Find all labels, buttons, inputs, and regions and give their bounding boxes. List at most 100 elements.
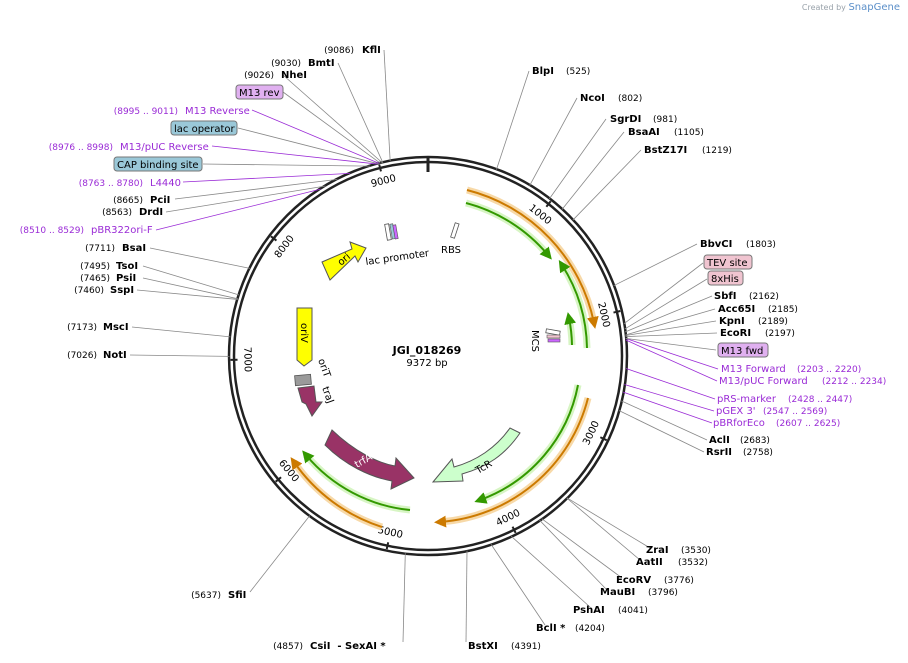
enzyme-sfii[interactable]: SfiI xyxy=(228,590,246,601)
tcr-arc-orange-2-line xyxy=(434,397,589,528)
enzyme-msci[interactable]: MscI xyxy=(103,322,129,333)
ruler-label-7000: 7000 xyxy=(241,347,252,373)
feature-lac-promoter[interactable]: lac promoter xyxy=(365,223,431,268)
his-tag-label[interactable]: 8xHis xyxy=(711,274,739,285)
pos-bmti: (9030) xyxy=(271,59,301,69)
primer-pbrforeco[interactable]: pBRforEco xyxy=(713,418,765,429)
enzyme-pshai[interactable]: PshAI xyxy=(573,605,605,616)
leader-line-31 xyxy=(625,368,716,400)
cap-binding-label[interactable]: CAP binding site xyxy=(117,160,199,171)
leader-line-45 xyxy=(529,97,578,186)
green-arc-3-line xyxy=(564,312,577,346)
ruler-label-9000: 9000 xyxy=(370,173,397,190)
leader-line-8 xyxy=(182,172,351,183)
enzyme-noti[interactable]: NotI xyxy=(103,350,127,361)
enzyme-drdi[interactable]: DrdI xyxy=(139,207,163,218)
m13-rev-label[interactable]: M13 rev xyxy=(239,88,280,99)
enzyme-kpni[interactable]: KpnI xyxy=(719,316,745,327)
trfa-arc-green-line xyxy=(302,450,411,511)
feature-orit[interactable]: oriT xyxy=(294,357,333,387)
leader-line-21 xyxy=(490,544,546,626)
enzyme-rsrii[interactable]: RsrII xyxy=(706,447,732,458)
primer-m13-forward[interactable]: M13 Forward xyxy=(721,364,786,375)
enzyme-psii[interactable]: PsiI xyxy=(116,273,136,284)
leader-line-33 xyxy=(625,338,719,370)
primer-l4440[interactable]: L4440 xyxy=(150,178,181,189)
enzyme-acli[interactable]: AclI xyxy=(709,435,730,446)
enzyme-bstz17i[interactable]: BstZ17I xyxy=(644,145,687,156)
enzyme-ncoi[interactable]: NcoI xyxy=(580,93,605,104)
feature-ori[interactable]: ori xyxy=(321,241,367,281)
feature-rbs[interactable]: RBS xyxy=(441,222,461,256)
feature-trfa[interactable]: trfA xyxy=(324,429,415,490)
enzyme-tsoi[interactable]: TsoI xyxy=(116,261,138,272)
pos-sfii: (5637) xyxy=(191,591,221,601)
enzyme-maubi[interactable]: MauBI xyxy=(600,587,635,598)
leader-line-18 xyxy=(249,515,311,593)
feature-traj[interactable]: traJ xyxy=(297,385,335,417)
oriv-label: oriV xyxy=(298,323,309,343)
m13-fwd-label[interactable]: M13 fwd xyxy=(721,346,763,357)
ruler-label-8000: 8000 xyxy=(273,233,297,260)
pos-m13-puc-forward: (2212 .. 2234) xyxy=(822,377,886,387)
ruler-tick-6000 xyxy=(275,476,282,483)
pos-acli: (2683) xyxy=(740,436,770,446)
lac-operator-label[interactable]: lac operator xyxy=(174,124,235,135)
enzyme-csii-sexai[interactable]: CsiI - SexAI * xyxy=(310,641,386,652)
enzyme-aatii[interactable]: AatII xyxy=(636,557,663,568)
enzyme-bsaai[interactable]: BsaAI xyxy=(628,127,660,138)
tev-mark xyxy=(546,334,561,339)
enzyme-ecori[interactable]: EcoRI xyxy=(720,328,751,339)
enzyme-sgrdi[interactable]: SgrDI xyxy=(610,114,641,125)
tcr-arc-orange-line xyxy=(466,189,599,329)
pos-sspi: (7460) xyxy=(74,286,104,296)
orit-label: oriT xyxy=(315,357,332,380)
leader-line-32 xyxy=(625,339,718,382)
lac-operator-box xyxy=(170,120,238,136)
primer-m13-puc-forward[interactable]: M13/pUC Forward xyxy=(719,376,808,387)
left-labels: (9086) KflI (9030) BmtI (9026) NheI M13 … xyxy=(20,45,387,652)
trfa-arrow xyxy=(324,429,415,490)
plasmid-name: JGI_018269 xyxy=(392,344,462,357)
enzyme-acc65i[interactable]: Acc65I xyxy=(718,304,755,315)
enzyme-bcli[interactable]: BclI * xyxy=(536,623,566,634)
enzyme-bsai[interactable]: BsaI xyxy=(122,243,146,254)
primer-m13-reverse[interactable]: M13 Reverse xyxy=(185,106,250,117)
enzyme-bstxi[interactable]: BstXI xyxy=(468,641,498,652)
cap-binding-box xyxy=(113,156,203,172)
ruler-tick-9000 xyxy=(378,164,382,172)
mcs-mark xyxy=(545,328,561,336)
feature-mcs[interactable]: MCS xyxy=(529,328,561,352)
leader-line-5 xyxy=(237,127,379,165)
enzyme-pcii[interactable]: PciI xyxy=(150,195,170,206)
tcr-arc-green xyxy=(478,384,582,504)
leader-line-7 xyxy=(202,163,371,167)
leader-line-11 xyxy=(155,188,321,231)
feature-tcr[interactable]: TcR xyxy=(431,427,521,483)
primer-pgex-3[interactable]: pGEX 3' xyxy=(716,406,756,417)
pos-bbvci: (1803) xyxy=(746,240,776,250)
enzyme-kfli[interactable]: KflI xyxy=(362,45,381,56)
pos-drdi: (8563) xyxy=(102,208,132,218)
mcs-label: MCS xyxy=(529,330,540,352)
feature-oriv[interactable]: oriV xyxy=(296,307,313,367)
pos-zrai: (3530) xyxy=(681,546,711,556)
enzyme-sbfi[interactable]: SbfI xyxy=(714,291,736,302)
enzyme-bbvci[interactable]: BbvCI xyxy=(700,239,732,250)
enzyme-sspi[interactable]: SspI xyxy=(110,285,134,296)
primer-prs-marker[interactable]: pRS-marker xyxy=(717,394,777,405)
enzyme-nhei[interactable]: NheI xyxy=(281,70,307,81)
enzyme-ecorv[interactable]: EcoRV xyxy=(616,575,651,586)
primer-pbr322ori-f[interactable]: pBR322ori-F xyxy=(91,225,153,236)
leader-line-24 xyxy=(541,518,623,579)
enzyme-bmti[interactable]: BmtI xyxy=(308,58,335,69)
leader-line-28 xyxy=(621,400,708,441)
enzyme-blpi[interactable]: BlpI xyxy=(532,66,554,77)
ruler-label-2000: 2000 xyxy=(595,301,612,328)
tev-site-label[interactable]: TEV site xyxy=(706,258,748,269)
his-tag-box xyxy=(707,270,744,286)
pos-kfli: (9086) xyxy=(324,46,354,56)
pos-csii: (4857) xyxy=(273,642,303,652)
enzyme-zrai[interactable]: ZraI xyxy=(646,545,669,556)
primer-m13-puc-reverse[interactable]: M13/pUC Reverse xyxy=(120,142,209,153)
